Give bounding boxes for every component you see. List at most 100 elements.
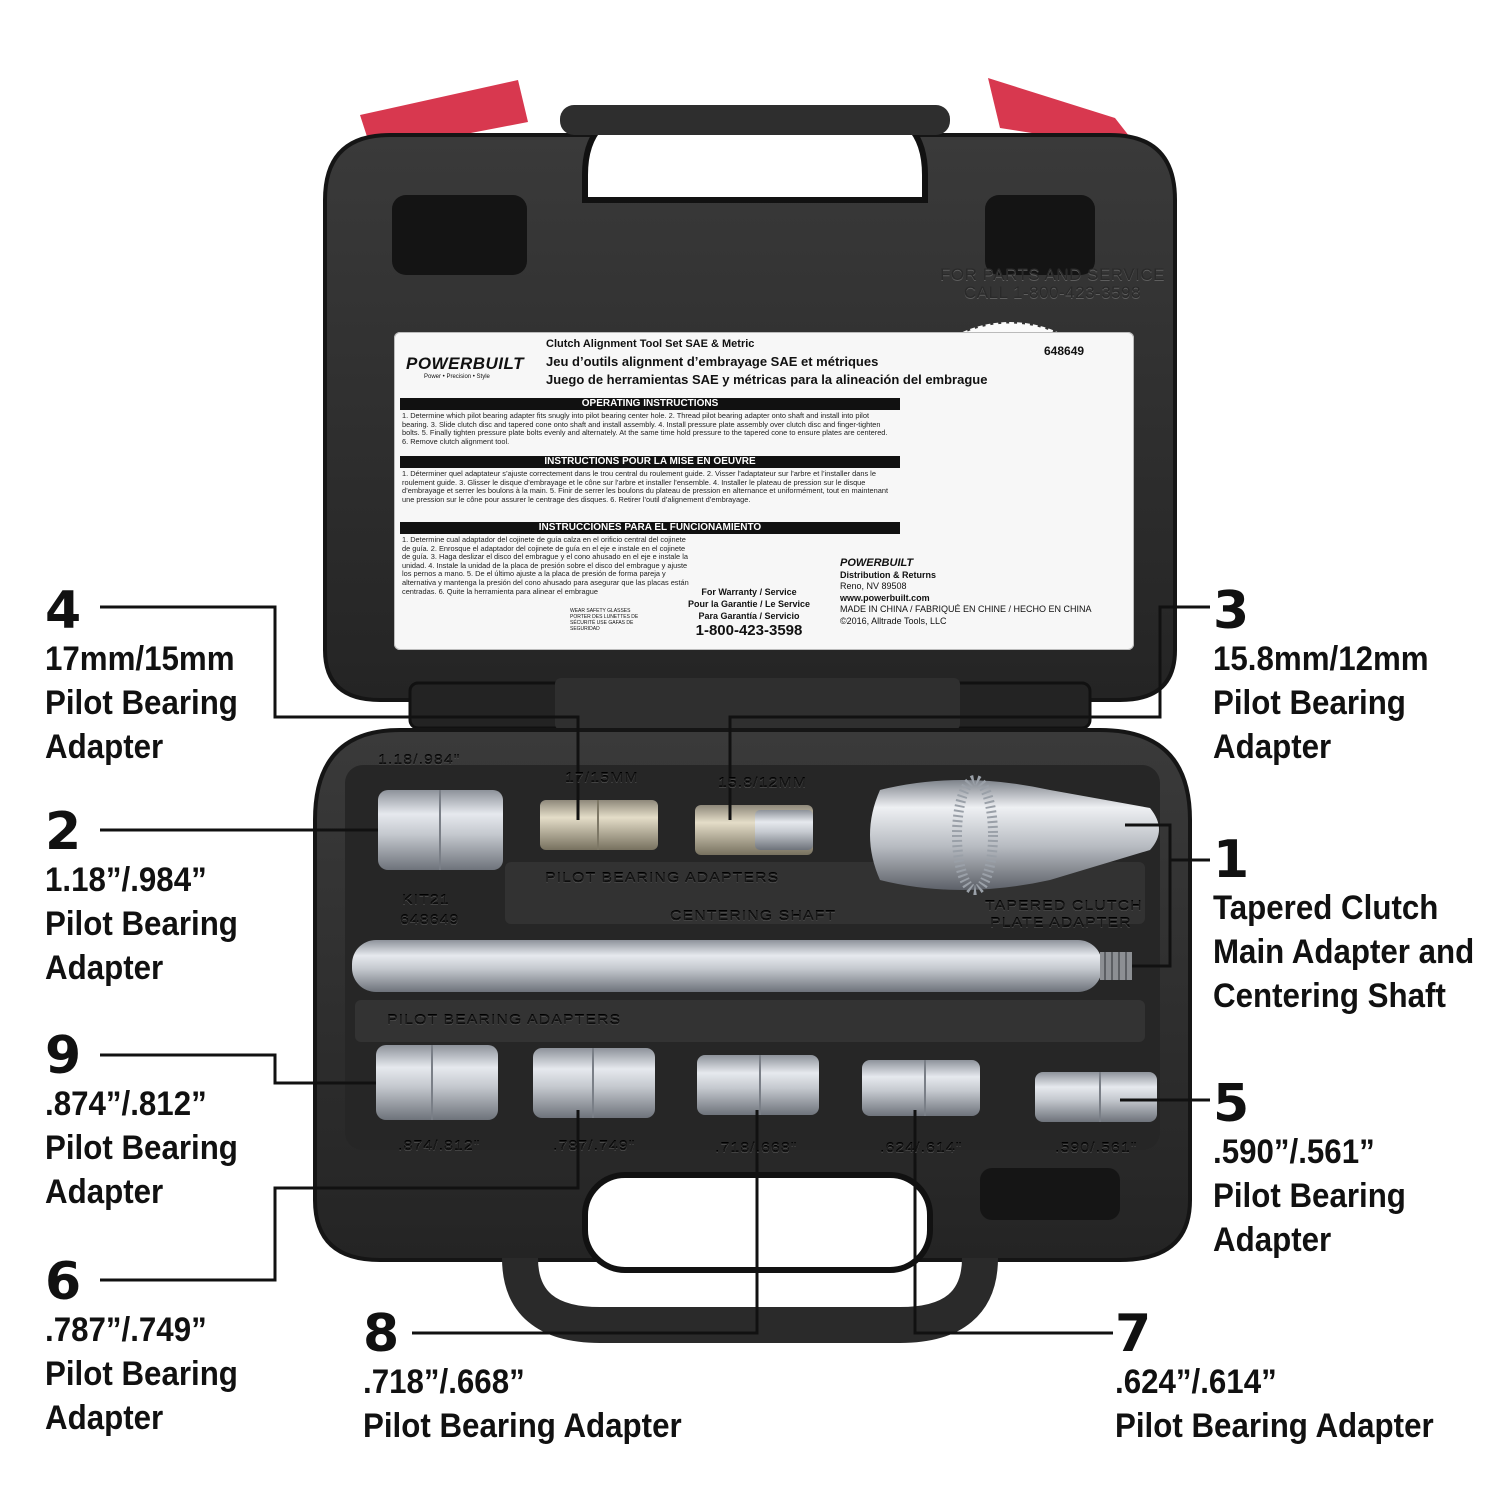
- text-es: 1. Determine cual adaptador del cojinete…: [402, 535, 689, 596]
- callout-1: 1 Tapered Clutch Main Adapter and Center…: [1213, 834, 1497, 1018]
- leader-1: [1125, 823, 1210, 862]
- mold-tapered-1: TAPERED CLUTCH: [985, 899, 1143, 914]
- brand-tagline: Power • Precision • Style: [424, 374, 490, 380]
- callout-number: 3: [1213, 581, 1250, 641]
- service-line-2: CALL 1-800-423-3598: [963, 283, 1142, 302]
- right-latch: [988, 78, 1140, 150]
- distribution-block: POWERBUILT Distribution & Returns Reno, …: [840, 557, 1092, 627]
- callout-line: Adapter: [45, 728, 164, 766]
- leader-7: [913, 1110, 1113, 1335]
- callout-line: Adapter: [45, 1173, 164, 1211]
- callout-number: 6: [45, 1252, 82, 1312]
- mold-size-590: .590/.561": [1055, 1141, 1138, 1156]
- tapered-clutch-adapter: [870, 780, 1159, 890]
- callout-3: 3 15.8mm/12mm Pilot Bearing Adapter: [1213, 585, 1447, 769]
- callout-line: Main Adapter and: [1213, 933, 1475, 971]
- warranty-line-2: Pour la Garantie / Le Service: [687, 599, 811, 609]
- callout-number: 8: [363, 1304, 400, 1364]
- mold-size-624: .624/.614": [880, 1141, 963, 1156]
- lid-service-text: FOR PARTS AND SERVICE CALL 1-800-423-359…: [940, 266, 1165, 302]
- callout-line: 1.18”/.984”: [45, 861, 207, 899]
- callout-9: 9 .874”/.812” Pilot Bearing Adapter: [45, 1030, 255, 1214]
- callout-line: .874”/.812”: [45, 1085, 207, 1123]
- callout-line: Pilot Bearing Adapter: [1115, 1407, 1434, 1445]
- warranty-line-3: Para Garantía / Servicio: [698, 611, 800, 621]
- title-en: Clutch Alignment Tool Set SAE & Metric: [546, 338, 755, 350]
- mold-size-874: .874/.812": [398, 1139, 481, 1154]
- leader-4: [100, 605, 580, 820]
- title-es: Juego de herramientas SAE y métricas par…: [546, 372, 988, 387]
- adapter-874: [376, 1045, 498, 1120]
- leader-lines: [100, 605, 1210, 1335]
- callout-number: 9: [45, 1026, 82, 1086]
- callout-2: 2 1.18”/.984” Pilot Bearing Adapter: [45, 806, 255, 990]
- dist-line-3: www.powerbuilt.com: [840, 592, 930, 603]
- mold-tapered-2: PLATE ADAPTER: [990, 916, 1132, 931]
- callout-line: Pilot Bearing Adapter: [363, 1407, 682, 1445]
- warranty-block: For Warranty / Service Pour la Garantie …: [684, 586, 814, 640]
- callout-line: Pilot Bearing: [45, 1355, 238, 1393]
- text-en: 1. Determine which pilot bearing adapter…: [402, 411, 888, 446]
- callout-4: 4 17mm/15mm Pilot Bearing Adapter: [45, 585, 255, 769]
- mold-size-17-15: 17/15MM: [565, 771, 639, 786]
- lid-handle-bar: [560, 105, 950, 135]
- safety-glasses-notice: WEAR SAFETY GLASSES PORTER DES LUNETTES …: [570, 608, 639, 632]
- callout-line: Centering Shaft: [1213, 977, 1446, 1015]
- callout-line: Adapter: [1213, 1221, 1332, 1259]
- heading-es: INSTRUCCIONES PARA EL FUNCIONAMIENTO: [400, 522, 900, 534]
- callout-line: 17mm/15mm: [45, 640, 235, 678]
- callout-7: 7 .624”/.614” Pilot Bearing Adapter: [1115, 1308, 1461, 1448]
- dist-line-2: Reno, NV 89508: [840, 581, 907, 591]
- adapter-624: [862, 1060, 980, 1116]
- heading-fr: INSTRUCTIONS POUR LA MISE EN OEUVRE: [400, 456, 900, 468]
- service-line-1: FOR PARTS AND SERVICE: [940, 265, 1165, 284]
- callout-number: 2: [45, 802, 82, 862]
- callout-number: 7: [1115, 1304, 1152, 1364]
- warranty-phone: 1-800-423-3598: [695, 622, 803, 639]
- callout-line: Adapter: [45, 1399, 164, 1437]
- adapter-590: [1035, 1072, 1157, 1122]
- leader-9: [100, 1053, 376, 1085]
- callout-number: 4: [45, 581, 82, 641]
- product-sku: 648649: [1044, 344, 1085, 358]
- warranty-line-1: For Warranty / Service: [701, 587, 797, 597]
- callout-line: .787”/.749”: [45, 1311, 207, 1349]
- leader-6: [100, 1110, 580, 1282]
- callout-line: Pilot Bearing: [45, 905, 238, 943]
- callout-line: 15.8mm/12mm: [1213, 640, 1429, 678]
- callout-5: 5 .590”/.561” Pilot Bearing Adapter: [1213, 1078, 1423, 1262]
- callout-line: Pilot Bearing: [45, 1129, 238, 1167]
- mold-pilot-upper: PILOT BEARING ADAPTERS: [545, 871, 780, 886]
- hinge-center: [555, 678, 960, 730]
- leader-8: [412, 1110, 759, 1335]
- callout-6: 6 .787”/.749” Pilot Bearing Adapter: [45, 1256, 255, 1440]
- mold-size-718: .718/.668": [715, 1141, 798, 1156]
- lid-left-recess: [392, 195, 527, 275]
- mold-kit-sku: 648649: [400, 913, 460, 928]
- mold-size-15-12: 15.8/12MM: [718, 776, 808, 791]
- callout-line: .624”/.614”: [1115, 1363, 1277, 1401]
- callout-line: Pilot Bearing: [1213, 684, 1406, 722]
- callout-number: 1: [1213, 830, 1250, 890]
- leader-1b: [1132, 860, 1172, 968]
- title-fr: Jeu d’outils alignment d’embrayage SAE e…: [546, 354, 879, 369]
- callout-number: 5: [1213, 1074, 1250, 1134]
- base-handle: [502, 1257, 998, 1343]
- dist-brand: POWERBUILT: [840, 557, 914, 569]
- mold-centering-shaft: CENTERING SHAFT: [670, 909, 837, 924]
- tray-bottom-right-slot: [980, 1168, 1120, 1220]
- callout-8: 8 .718”/.668” Pilot Bearing Adapter: [363, 1308, 709, 1448]
- callout-line: .718”/.668”: [363, 1363, 525, 1401]
- callout-line: Adapter: [45, 949, 164, 987]
- dist-line-4: MADE IN CHINA / FABRIQUÉ EN CHINE / HECH…: [840, 604, 1092, 614]
- callout-line: Pilot Bearing: [1213, 1177, 1406, 1215]
- dist-line-5: ©2016, Alltrade Tools, LLC: [840, 615, 947, 626]
- brand-logo: POWERBUILT: [406, 354, 525, 373]
- text-fr: 1. Déterminer quel adaptateur s’ajuste c…: [402, 469, 889, 504]
- mold-size-1-18: 1.18/.984": [378, 753, 461, 768]
- leader-3: [728, 605, 1210, 820]
- mold-size-787: .787/.749": [553, 1139, 636, 1154]
- instruction-label: POWERBUILT Power • Precision • Style Clu…: [394, 332, 1134, 650]
- centering-shaft: [352, 940, 1102, 992]
